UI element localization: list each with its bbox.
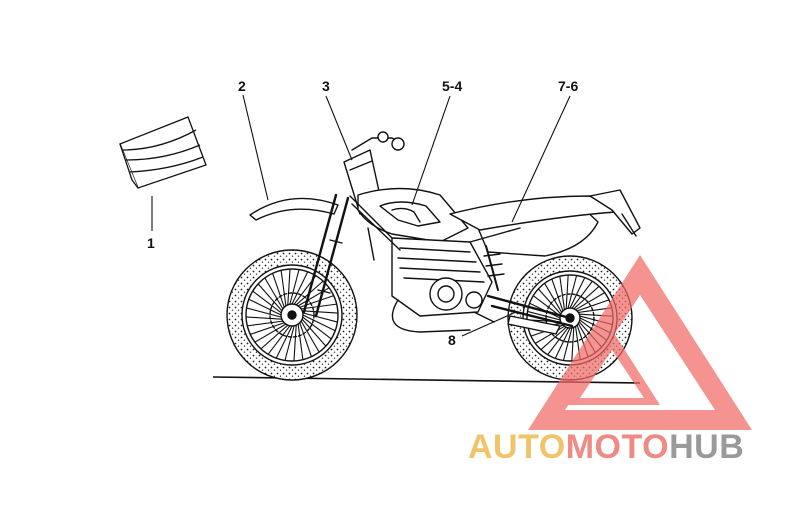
wheel-spoke — [544, 282, 563, 313]
watermark-text-hub: HUB — [669, 428, 744, 466]
leader-line-7-6 — [511, 95, 571, 223]
wheel-spoke — [284, 325, 295, 362]
motorcycle-illustration — [226, 131, 641, 381]
wheel-spoke — [248, 298, 282, 316]
wheel-spoke — [249, 322, 285, 335]
leader-line-3 — [325, 95, 353, 161]
callout-2: 2 — [238, 78, 246, 94]
wheel-spoke — [297, 323, 304, 361]
wheel-spoke — [280, 269, 287, 307]
leader-line-5-4 — [411, 95, 451, 206]
watermark-text-moto: MOTO — [566, 428, 669, 466]
wheel-spoke — [573, 285, 600, 310]
wheel-spoke — [567, 274, 578, 309]
wheel-spoke — [275, 325, 293, 359]
wheel-spoke — [537, 288, 562, 315]
wheel-spoke — [302, 314, 336, 332]
wheel-spoke — [301, 310, 339, 314]
callout-3: 3 — [322, 78, 330, 94]
watermark-triangle-icon — [528, 255, 752, 430]
wheel-spoke — [526, 310, 561, 321]
wheel-spoke — [547, 327, 569, 356]
leader-line-2 — [242, 94, 269, 201]
wheel-spoke — [575, 292, 606, 311]
wheel-spoke — [264, 277, 284, 310]
wheel-spoke — [260, 324, 289, 350]
wheel-spoke — [576, 299, 610, 312]
wheel-spoke — [287, 268, 291, 306]
wheel-spoke — [302, 312, 339, 323]
leader-line-8 — [461, 311, 517, 337]
front-wheel — [226, 249, 358, 381]
wheel-spoke — [569, 277, 586, 309]
wheel-spoke — [540, 326, 567, 351]
wheel-spoke — [571, 326, 575, 362]
wheel-spoke — [562, 327, 573, 362]
wheel-spoke — [571, 280, 593, 309]
callout-5-4: 5-4 — [442, 78, 462, 94]
wheel-spoke — [302, 316, 332, 340]
wheel-spoke — [245, 316, 283, 320]
wheel-spoke — [272, 272, 285, 308]
wheel-spoke — [299, 322, 312, 358]
leader-lines — [151, 94, 571, 337]
wheel-spoke — [254, 323, 287, 343]
callout-1: 1 — [147, 235, 155, 251]
wheel-spoke — [300, 320, 320, 353]
wheel-spoke — [554, 327, 571, 359]
wheel-spoke — [551, 278, 564, 312]
wheel-spoke — [289, 268, 300, 305]
wheel-spoke — [293, 324, 297, 362]
wheel-spoke — [257, 283, 283, 312]
wheel-spoke — [246, 320, 284, 327]
wheel-spoke — [245, 307, 282, 318]
wheel-spoke — [559, 275, 565, 311]
watermark-text: AUTOMOTOHUB — [468, 428, 744, 466]
tool-bag-illustration — [119, 116, 207, 189]
wheel-spoke — [534, 325, 565, 344]
callout-7-6: 7-6 — [558, 78, 578, 94]
wheel-spoke — [565, 274, 569, 310]
wheel-spoke — [532, 295, 561, 317]
wheel-spoke — [252, 290, 282, 314]
wheel-spoke — [267, 325, 291, 355]
callout-8: 8 — [448, 332, 456, 348]
wheel-spoke — [301, 318, 327, 347]
watermark-text-auto: AUTO — [468, 428, 566, 466]
wheel-spoke — [291, 271, 309, 305]
watermark-logo — [528, 255, 752, 430]
watermark-inner-triangle-icon — [564, 330, 660, 405]
